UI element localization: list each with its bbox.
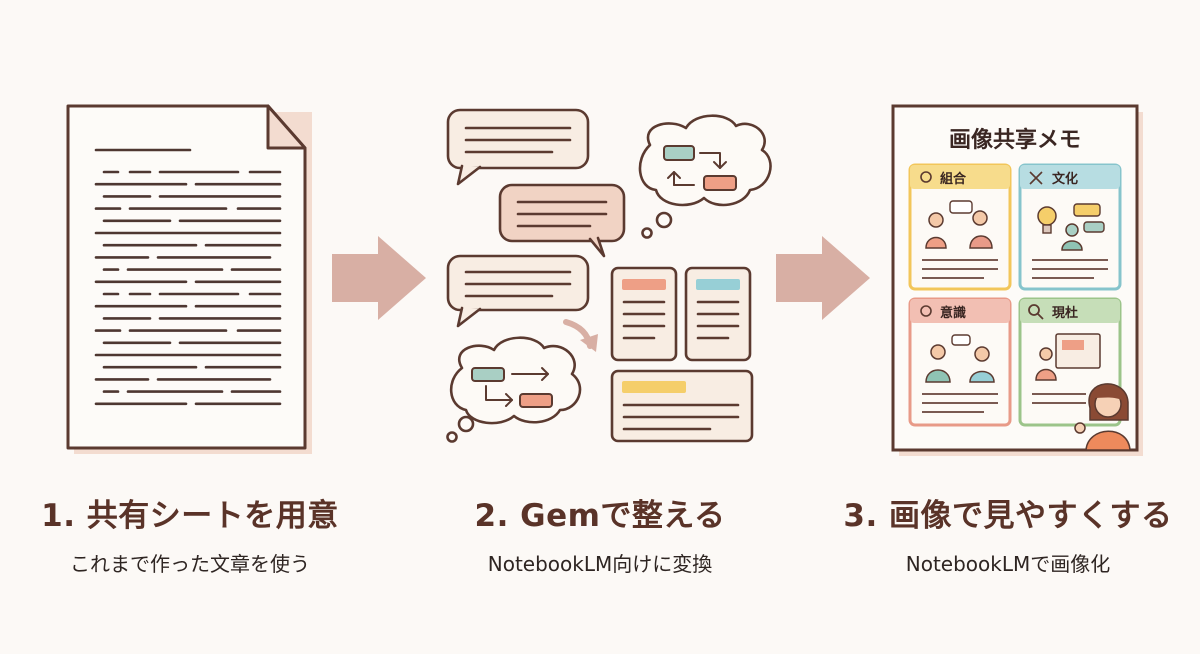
- note-card-right: [684, 266, 752, 362]
- thought-cloud-bottom: [446, 336, 582, 443]
- gem-conversion-illustration: [446, 108, 772, 443]
- chat-bubble-2: [498, 183, 626, 258]
- shuffle-icon: [1029, 171, 1043, 185]
- shared-sheet-document: [66, 104, 312, 454]
- note-card-left: [610, 266, 678, 362]
- lightbulb-icon: [920, 305, 932, 317]
- step-2-subtitle: NotebookLM向けに変換: [487, 552, 713, 576]
- presenter-character: [1074, 383, 1131, 451]
- chat-bubble-1: [446, 108, 590, 186]
- document-text-lines: [94, 148, 282, 406]
- image-poster: 画像共享メモ 組合 文化: [891, 104, 1143, 456]
- poster-card-1-label: 組合: [940, 171, 967, 187]
- chat-bubble-3: [446, 254, 590, 328]
- step-3-subtitle: NotebookLMで画像化: [905, 552, 1111, 576]
- arrow-right-2: [776, 236, 870, 320]
- step-3-title: 3. 画像で見やすくする: [843, 498, 1173, 534]
- poster-card-4-label: 現杜: [1052, 305, 1078, 321]
- note-card-wide: [610, 369, 754, 443]
- poster-card-2-label: 文化: [1052, 171, 1078, 187]
- arrow-right-1: [332, 236, 426, 320]
- poster-card-3-label: 意識: [940, 305, 966, 321]
- thought-cloud-top: [638, 114, 772, 239]
- poster-card-1: 組合: [908, 163, 1012, 291]
- step-1-title: 1. 共有シートを用意: [41, 498, 339, 534]
- lightbulb-icon: [920, 171, 932, 183]
- magnifier-icon: [1028, 304, 1040, 316]
- step-2-title: 2. Gemで整える: [474, 498, 726, 534]
- poster-card-3: 意識: [908, 297, 1012, 427]
- poster-card-2: 文化: [1018, 163, 1122, 291]
- poster-title: 画像共享メモ: [949, 127, 1081, 153]
- step-1-subtitle: これまで作った文章を使う: [70, 552, 310, 576]
